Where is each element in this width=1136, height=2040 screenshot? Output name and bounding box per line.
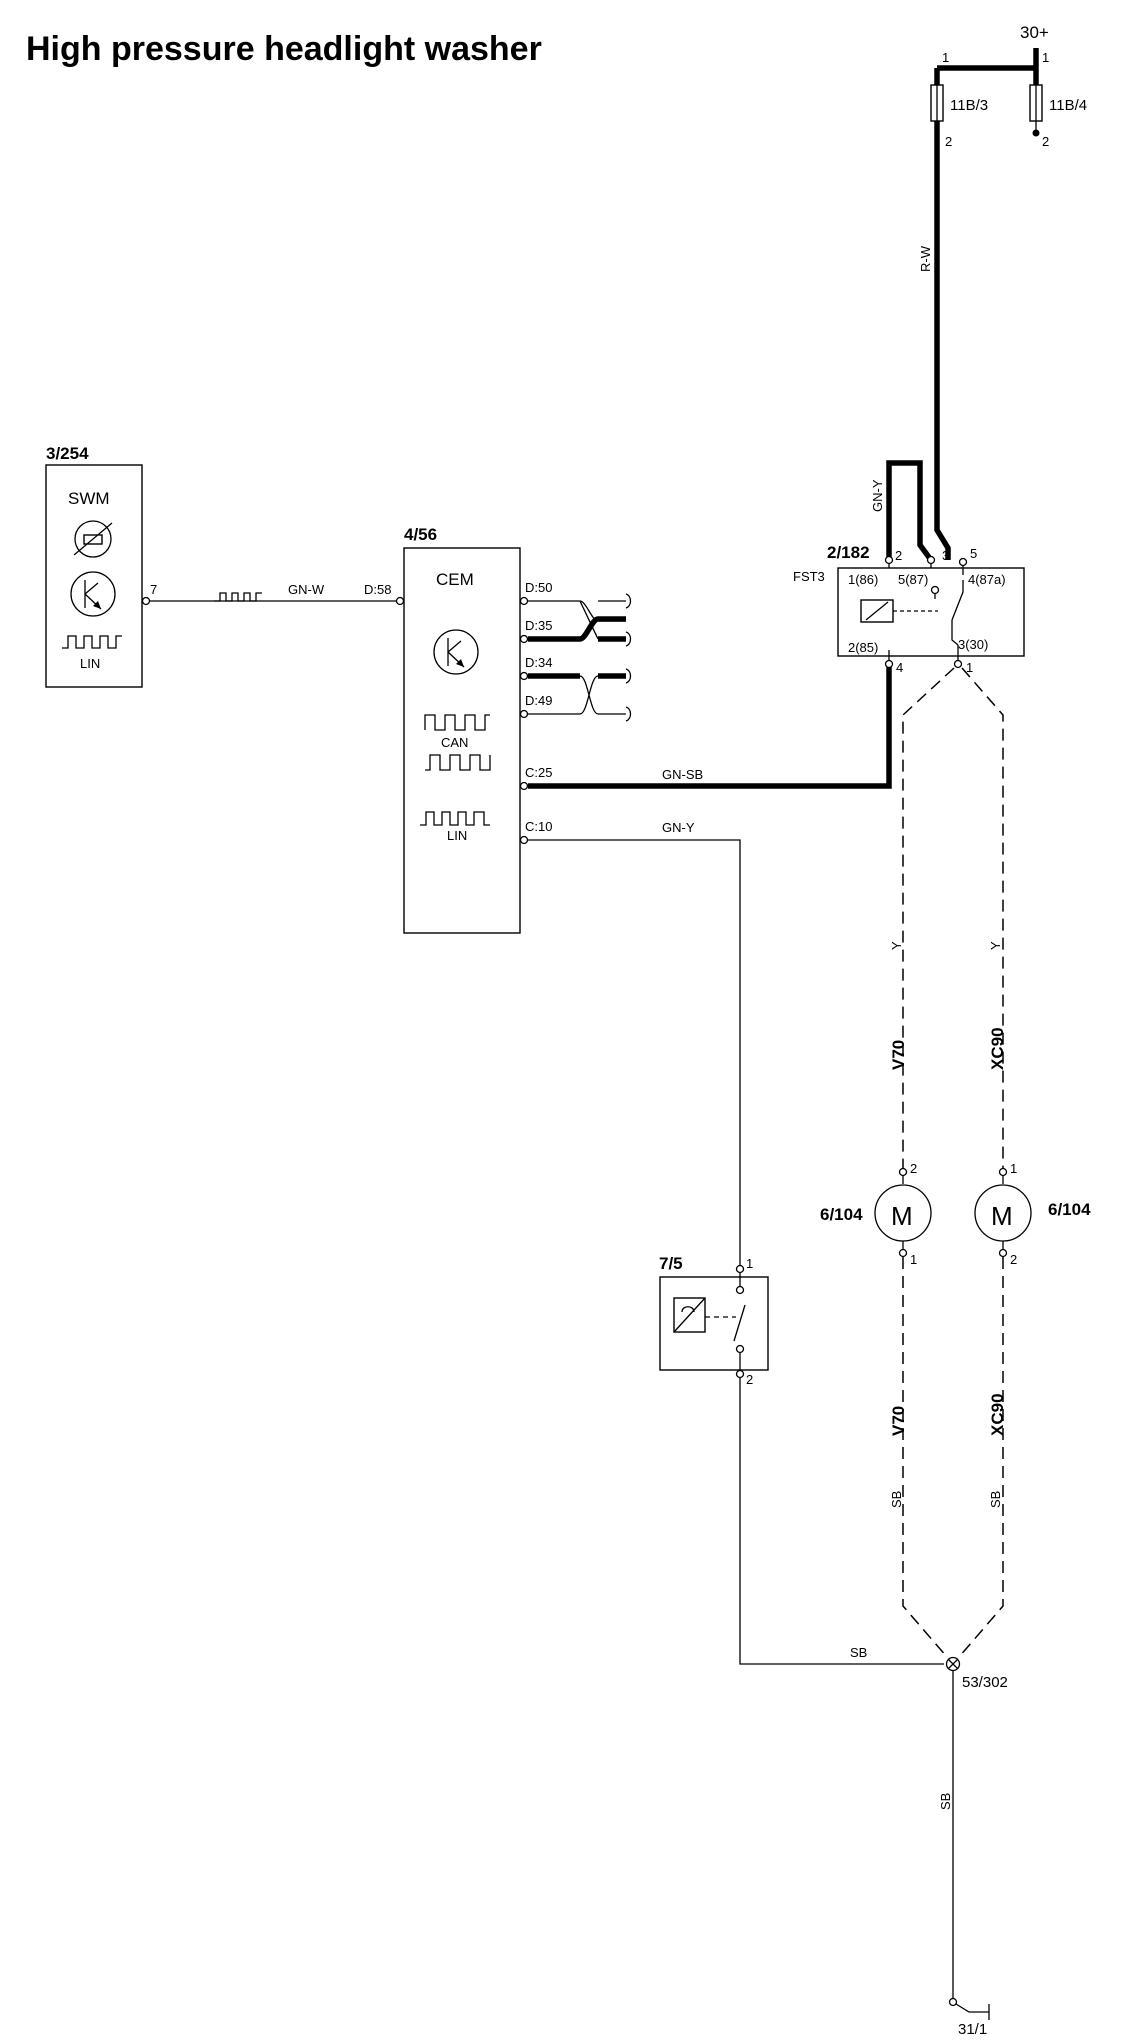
switch-pin-bottom: 2 xyxy=(746,1372,753,1387)
wire-label-gn-w: GN-W xyxy=(288,582,325,597)
wire-label-y-left: Y xyxy=(889,941,904,950)
wire-label-sb-right: SB xyxy=(988,1491,1003,1508)
switch-7-5[interactable]: 7/5 1 2 xyxy=(659,1254,769,1387)
motor-return-dashed: V70 XC90 SB SB xyxy=(889,1257,1007,1658)
splice-ref: 53/302 xyxy=(962,1674,1008,1691)
ground-ref: 31/1 xyxy=(958,2021,987,2038)
fuse-11b3-label: 11B/3 xyxy=(950,97,988,114)
cem-pin-d49: D:49 xyxy=(525,693,552,708)
supply-label: 30+ xyxy=(1020,23,1049,42)
lin-signal-icon xyxy=(62,635,122,649)
variant-label-bottom-left: V70 xyxy=(889,1406,908,1436)
relay-pin-label-2: 2(85) xyxy=(848,640,878,655)
relay-pin-number-2: 2 xyxy=(895,548,902,563)
cem-pin-c10: C:10 xyxy=(525,819,552,834)
ground-31-1[interactable]: 31/1 xyxy=(948,1997,990,2039)
cem-lin-label: LIN xyxy=(447,828,467,843)
relay-pin-number-4: 4 xyxy=(896,660,903,675)
swm-ref: 3/254 xyxy=(46,444,89,463)
steering-wheel-icon xyxy=(73,520,113,558)
motor-xc90[interactable]: 1 M 2 6/104 xyxy=(974,1161,1091,1267)
motor-supply-dashed: Y Y V70 XC90 xyxy=(889,667,1007,1168)
motor-v70-symbol: M xyxy=(891,1201,913,1231)
cem-pin-d34: D:34 xyxy=(525,655,552,670)
relay-ref: 2/182 xyxy=(827,543,870,562)
fuse-11b4[interactable]: 1 11B/4 2 xyxy=(1029,50,1087,149)
diagram-title: High pressure headlight washer xyxy=(26,30,542,68)
wire-gn-w: GN-W xyxy=(150,582,396,602)
motor-v70-ref: 6/104 xyxy=(820,1205,863,1224)
supply-30-plus: 30+ xyxy=(937,23,1049,71)
wire-label-sb-ground: SB xyxy=(938,1793,953,1810)
relay-pin-number-5: 5 xyxy=(970,546,977,561)
fuse-11b4-pin-top: 1 xyxy=(1042,50,1049,65)
motor-xc90-symbol: M xyxy=(991,1201,1013,1231)
swm-name: SWM xyxy=(68,489,110,508)
wire-label-r-w: R-W xyxy=(918,245,933,272)
cem-lin-signal-icon xyxy=(420,811,490,826)
variant-label-bottom-right: XC90 xyxy=(988,1393,1007,1436)
level-sensor-icon xyxy=(673,1297,706,1333)
relay-pin-label-5: 5(87) xyxy=(898,572,928,587)
switch-pin-top: 1 xyxy=(746,1256,753,1271)
wire-label-y-right: Y xyxy=(988,941,1003,950)
cem-pin-d50: D:50 xyxy=(525,580,552,595)
wire-label-gn-y-relay: GN-Y xyxy=(870,479,885,512)
variant-label-top-left: V70 xyxy=(889,1040,908,1070)
cem-can-label: CAN xyxy=(441,735,468,750)
relay-pin-label-1: 1(86) xyxy=(848,572,878,587)
motor-v70[interactable]: 2 M 1 6/104 xyxy=(820,1161,932,1267)
wire-sb-ground: SB xyxy=(938,1671,954,1998)
motor-xc90-ref: 6/104 xyxy=(1048,1200,1091,1219)
cem-pin-d35: D:35 xyxy=(525,618,552,633)
relay-name: FST3 xyxy=(793,569,825,584)
motor-xc90-pin-bottom: 2 xyxy=(1010,1252,1017,1267)
wire-sb-switch: SB xyxy=(739,1378,944,1665)
cem-module[interactable]: 4/56 CEM CAN LIN D:58 D:50 D:35 D:34 D:4… xyxy=(364,525,552,934)
wire-label-gn-sb: GN-SB xyxy=(662,767,703,782)
wire-gn-y-switch: GN-Y xyxy=(528,820,741,1265)
can-bus-twisted-pairs xyxy=(528,593,632,722)
relay-pin-label-3: 3(30) xyxy=(958,637,988,652)
wire-r-w: R-W xyxy=(918,137,951,560)
splice-53-302[interactable]: 53/302 xyxy=(945,1656,1008,1692)
relay-pin-label-4: 4(87a) xyxy=(968,572,1006,587)
wire-gn-y-relay: GN-Y xyxy=(870,460,934,562)
fuse-11b4-pin-bottom: 2 xyxy=(1042,134,1049,149)
switch-ref: 7/5 xyxy=(659,1254,683,1273)
motor-xc90-pin-top: 1 xyxy=(1010,1161,1017,1176)
fuse-11b3[interactable]: 1 11B/3 2 xyxy=(930,50,988,149)
fuse-11b3-pin-bottom: 2 xyxy=(945,134,952,149)
can-signal-icon xyxy=(424,714,491,771)
fuse-11b4-label: 11B/4 xyxy=(1049,97,1087,114)
relay-2-182[interactable]: 2/182 FST3 1(86) 5(87) 4(87a) 2(85) 3(30… xyxy=(793,543,1025,675)
wire-gn-sb: GN-SB xyxy=(528,659,894,789)
relay-pin-number-1: 1 xyxy=(966,660,973,675)
variant-label-top-right: XC90 xyxy=(988,1027,1007,1070)
motor-v70-pin-top: 2 xyxy=(910,1161,917,1176)
relay-pin-number-3: 3 xyxy=(942,548,949,563)
cem-name: CEM xyxy=(436,570,474,589)
motor-v70-pin-bottom: 1 xyxy=(910,1252,917,1267)
wire-label-sb-left: SB xyxy=(889,1491,904,1508)
transistor-icon xyxy=(70,571,116,617)
swm-bus-label: LIN xyxy=(80,656,100,671)
cem-pin-c25: C:25 xyxy=(525,765,552,780)
wire-label-sb-switch: SB xyxy=(850,1645,867,1660)
wire-label-gn-y-switch: GN-Y xyxy=(662,820,695,835)
cem-ref: 4/56 xyxy=(404,525,437,544)
swm-module[interactable]: 3/254 SWM LIN 7 xyxy=(45,444,157,688)
cem-pin-d58: D:58 xyxy=(364,582,391,597)
swm-pin-7: 7 xyxy=(150,582,157,597)
fuse-11b3-pin-top: 1 xyxy=(942,50,949,65)
cem-transistor-icon xyxy=(433,629,479,675)
